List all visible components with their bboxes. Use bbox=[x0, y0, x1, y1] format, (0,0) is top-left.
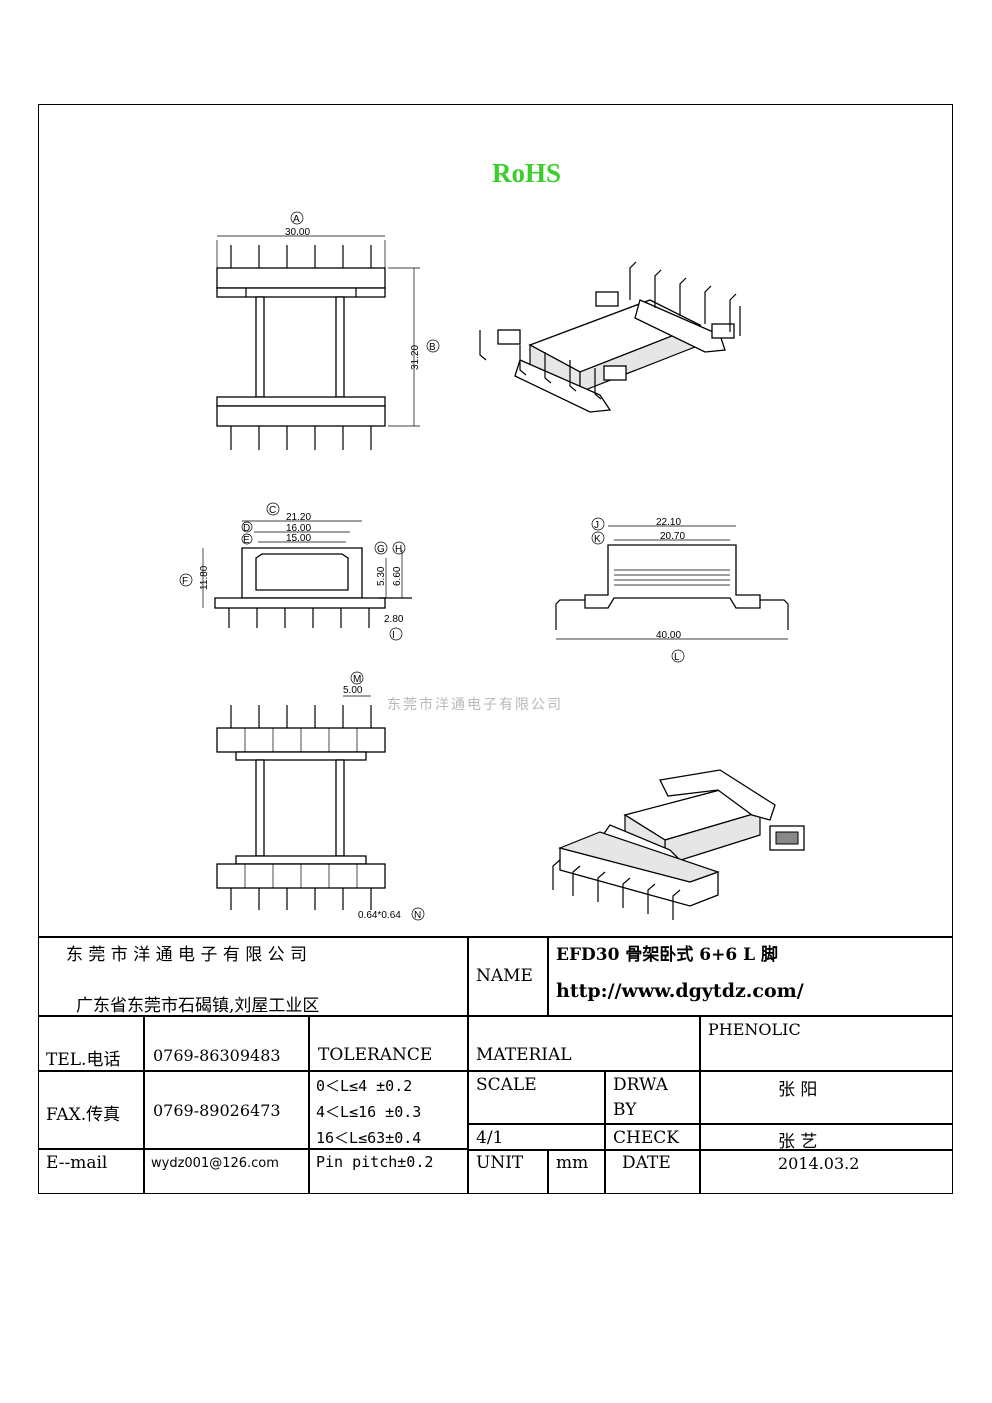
scale-label: SCALE bbox=[476, 1075, 537, 1095]
tolerance-label: TOLERANCE bbox=[318, 1045, 433, 1065]
dim-i-value: 2.80 bbox=[384, 614, 404, 625]
dim-l-label: L bbox=[674, 652, 680, 663]
company-watermark: 东莞市洋通电子有限公司 bbox=[387, 697, 563, 713]
table-line bbox=[604, 1070, 606, 1194]
top-view: A 30.00 31.20 B bbox=[216, 211, 440, 450]
website-link[interactable]: http://www.dgytdz.com/ bbox=[556, 980, 804, 1002]
tolerance-row-3: 16＜L≤63±0.4 bbox=[316, 1129, 422, 1147]
table-line bbox=[547, 936, 549, 1015]
tolerance-row-4: Pin pitch±0.2 bbox=[316, 1153, 434, 1171]
dim-n-value: 0.64*0.64 bbox=[358, 910, 401, 921]
dim-c-value: 21.20 bbox=[286, 512, 311, 523]
unit-label: UNIT bbox=[476, 1153, 524, 1173]
unit-value: mm bbox=[556, 1153, 589, 1173]
dim-n-label: N bbox=[414, 910, 421, 921]
iso-view-2 bbox=[552, 769, 805, 920]
scale-value: 4/1 bbox=[476, 1128, 504, 1148]
tolerance-row-1: 0＜L≤4 ±0.2 bbox=[316, 1077, 413, 1095]
dim-l-value: 40.00 bbox=[656, 630, 681, 641]
email-label: E--mail bbox=[46, 1153, 108, 1173]
tolerance-row-2: 4＜L≤16 ±0.3 bbox=[316, 1103, 422, 1121]
dim-b-value: 31.20 bbox=[410, 345, 421, 370]
table-line bbox=[38, 1015, 953, 1017]
dim-f-label: F bbox=[182, 576, 188, 587]
dim-j-value: 22.10 bbox=[656, 517, 681, 528]
check-value: 张 艺 bbox=[778, 1132, 818, 1152]
dim-a-label: A bbox=[293, 214, 300, 225]
dim-b-label: B bbox=[429, 342, 436, 353]
company-name: 东 莞 市 洋 通 电 子 有 限 公 司 bbox=[66, 945, 308, 965]
name-label: NAME bbox=[476, 966, 533, 986]
table-line bbox=[547, 1149, 549, 1194]
dim-k-value: 20.70 bbox=[660, 531, 685, 542]
table-line bbox=[468, 1123, 953, 1125]
dim-m-label: M bbox=[353, 674, 361, 685]
drawn-by-value: 张 阳 bbox=[778, 1080, 818, 1100]
dim-k-label: K bbox=[594, 534, 601, 545]
date-label: DATE bbox=[622, 1153, 671, 1173]
dim-g-value: 5.30 bbox=[376, 566, 387, 586]
table-line bbox=[699, 1015, 701, 1194]
fax-value: 0769-89026473 bbox=[153, 1101, 281, 1120]
email-value[interactable]: wydz001@126.com bbox=[151, 1156, 279, 1171]
drawn-by-label-line2: BY bbox=[613, 1100, 637, 1120]
dim-i-label: I bbox=[392, 630, 395, 641]
table-line bbox=[468, 1149, 953, 1151]
material-value: PHENOLIC bbox=[708, 1020, 801, 1039]
side-view: C 21.20 D 16.00 E 15.00 11.80 F 5.30 6.6… bbox=[179, 502, 412, 641]
dim-a-circle bbox=[290, 211, 304, 225]
dim-d-label: D bbox=[243, 523, 250, 534]
dim-d-value: 16.00 bbox=[286, 523, 311, 534]
dim-g-label: G bbox=[377, 544, 385, 555]
bottom-view: M 5.00 0.64*0.64 N bbox=[216, 671, 425, 921]
dim-c-label: C bbox=[269, 505, 276, 516]
table-line bbox=[467, 936, 469, 1194]
table-line bbox=[308, 1015, 310, 1194]
technical-drawing: A 30.00 31.20 B bbox=[179, 211, 805, 921]
table-line bbox=[38, 936, 953, 938]
table-line bbox=[143, 1015, 145, 1194]
dim-e-value: 15.00 bbox=[286, 533, 311, 544]
dim-j-label: J bbox=[594, 520, 599, 531]
check-label: CHECK bbox=[613, 1128, 679, 1148]
dim-h-value: 6.60 bbox=[392, 566, 403, 586]
material-label: MATERIAL bbox=[476, 1045, 572, 1065]
tel-label: TEL.电话 bbox=[46, 1050, 121, 1070]
dim-m-value: 5.00 bbox=[343, 685, 363, 696]
company-address: 广东省东莞市石碣镇,刘屋工业区 bbox=[76, 996, 320, 1016]
product-name: EFD30 骨架卧式 6+6 L 脚 bbox=[556, 945, 778, 965]
fax-label: FAX.传真 bbox=[46, 1105, 121, 1125]
drawing-sheet-border bbox=[38, 104, 953, 1194]
dim-f-value: 11.80 bbox=[199, 565, 210, 590]
table-line bbox=[38, 1148, 468, 1150]
dim-e-label: E bbox=[243, 535, 250, 546]
iso-view-1 bbox=[479, 261, 741, 413]
rohs-mark: RoHS bbox=[492, 158, 562, 188]
drawn-by-label-line1: DRWA bbox=[613, 1075, 668, 1095]
front-view: J 22.10 K 20.70 40.00 L bbox=[555, 517, 789, 663]
dim-h-label: H bbox=[395, 544, 402, 555]
table-line bbox=[38, 1070, 953, 1072]
date-value: 2014.03.2 bbox=[778, 1154, 860, 1173]
dim-a-value: 30.00 bbox=[285, 227, 310, 238]
tel-value: 0769-86309483 bbox=[153, 1046, 281, 1065]
